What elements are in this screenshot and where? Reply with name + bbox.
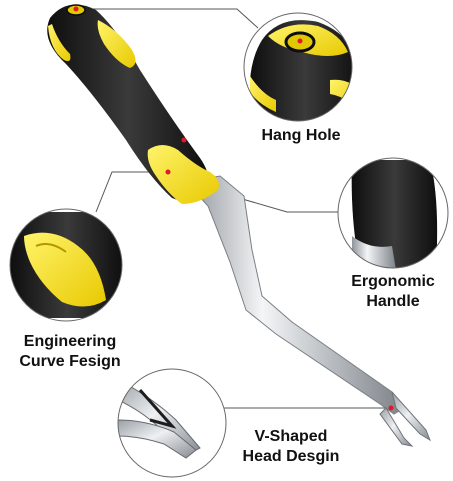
marker-curve bbox=[165, 169, 171, 175]
callout-hang-hole-label: Hang Hole bbox=[246, 126, 356, 146]
callout-v-head-line2: Head Desgin bbox=[242, 448, 340, 465]
fork-tip-lower bbox=[379, 407, 414, 447]
handle-grip-top bbox=[97, 20, 136, 68]
callout-ergonomic-handle-label: Ergonomic Handle bbox=[334, 272, 452, 312]
callout-v-head-line1: V-Shaped bbox=[254, 428, 328, 445]
callout-hang-hole-line1: Hang Hole bbox=[261, 127, 341, 144]
callout-curve-design-label: Engineering Curve Fesign bbox=[0, 332, 140, 372]
markers bbox=[73, 6, 394, 411]
marker-hang-hole bbox=[73, 6, 79, 12]
handle-grip-side bbox=[48, 24, 71, 62]
handle-collar bbox=[147, 145, 219, 204]
zoom-curve-design bbox=[10, 209, 122, 321]
callout-curve-design-line2: Curve Fesign bbox=[19, 353, 121, 370]
marker-v-head bbox=[388, 405, 394, 411]
zoom-ergonomic-handle bbox=[338, 158, 448, 268]
marker-handle bbox=[181, 137, 187, 143]
leader-line-ergo bbox=[231, 195, 338, 213]
leader-line-hang bbox=[76, 8, 259, 29]
callout-v-head-label: V-Shaped Head Desgin bbox=[226, 427, 356, 467]
zoom-v-head bbox=[118, 369, 226, 477]
zoom-hang-hole bbox=[244, 13, 352, 121]
callout-ergonomic-handle-line1: Ergonomic bbox=[351, 273, 435, 290]
callout-curve-design-line1: Engineering bbox=[23, 333, 117, 350]
fork-tip-upper bbox=[391, 391, 432, 442]
callout-ergonomic-handle-line2: Handle bbox=[366, 293, 420, 310]
